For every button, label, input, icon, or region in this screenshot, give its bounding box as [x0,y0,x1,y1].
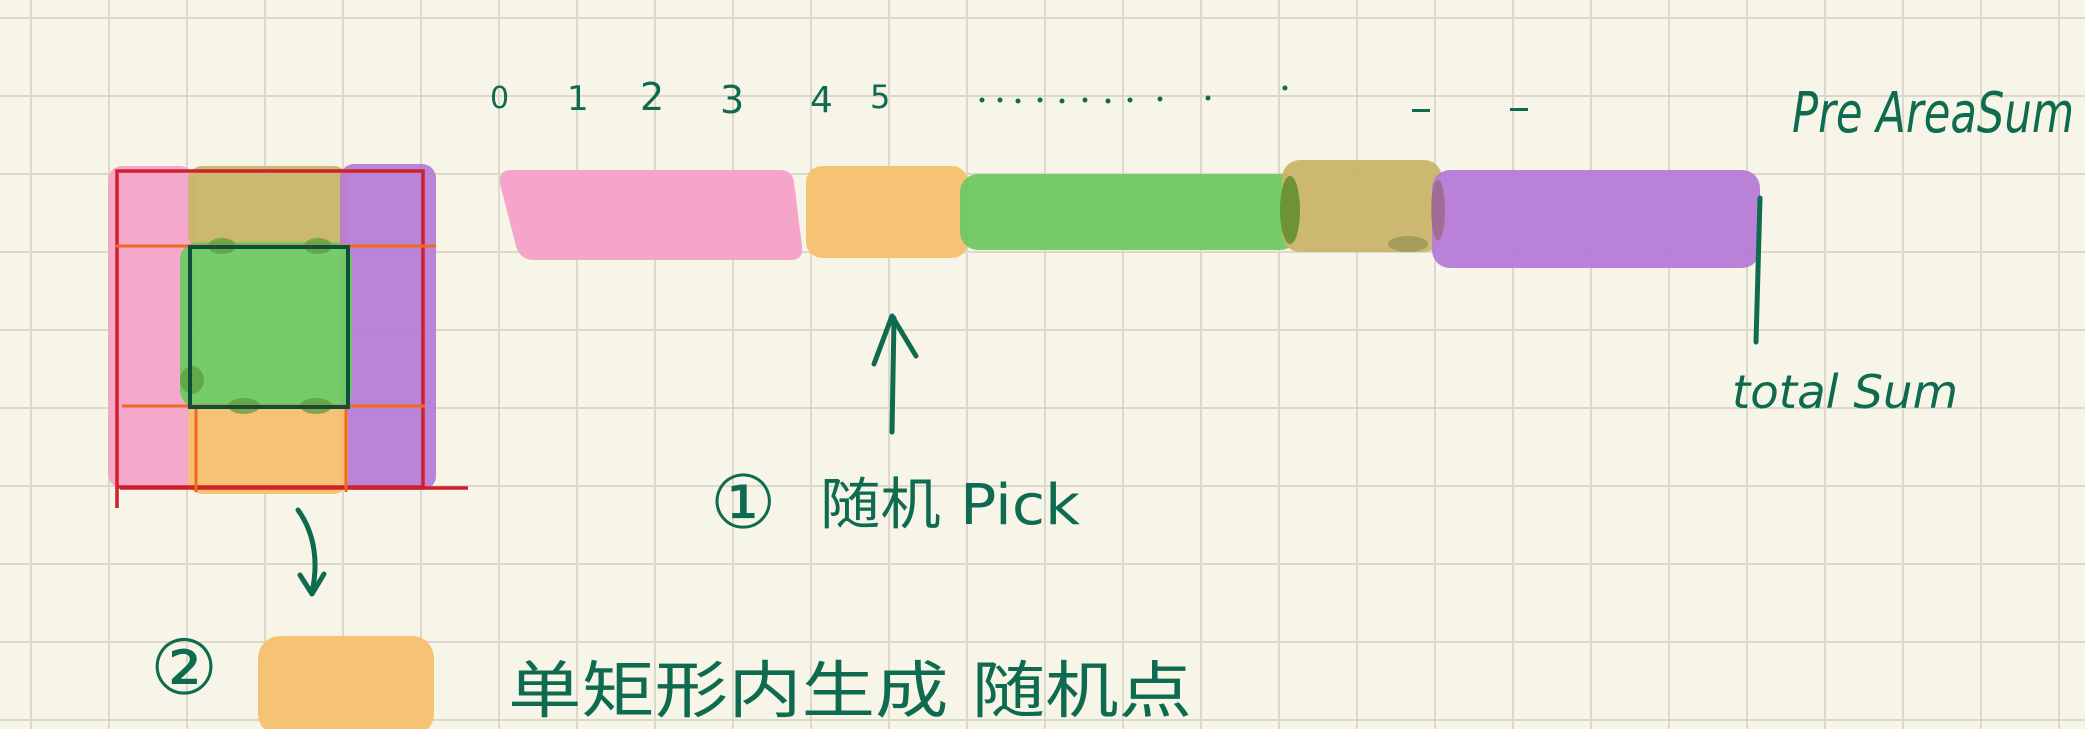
step1-label: 随机 Pick [820,473,1081,538]
step2-label: 单矩形内生成 随机点 [508,654,1192,727]
segment-overlap [1280,176,1300,244]
overlapping-rectangles-diagram [108,164,468,508]
down-arrow-icon [295,507,318,595]
olive-rectangle [188,166,348,248]
index-label: 5 [870,78,890,116]
down-arrowhead [297,571,327,597]
total-sum-label: total Sum [1732,365,1958,419]
green-rectangle-outline [188,245,350,409]
prefix-sum-bar [499,160,1760,268]
step2-orange-rectangle [258,636,434,729]
dotted-continuation [979,85,1528,112]
segment-overlap [1388,236,1428,252]
index-label: 1 [567,79,589,119]
orange-rectangle [188,402,348,494]
step1-number: ① [710,460,776,546]
bar-segment-orange [806,166,968,258]
up-arrow-icon [889,315,897,435]
bar-segment-pink [499,170,803,260]
total-sum-marker [1753,195,1763,345]
segment-overlap [1431,180,1445,240]
index-label: 4 [810,80,833,121]
prefix-sum-label: Pre AreaSum [1792,81,2074,146]
green-rectangle [180,242,352,408]
index-label: 3 [720,78,744,122]
index-label: 0 [490,81,509,116]
index-label: 2 [640,75,664,119]
bar-segment-green [960,174,1298,250]
index-labels: 0 1 2 3 4 5 [490,75,890,122]
step2-number: ② [150,623,218,712]
bar-segment-purple [1432,170,1760,268]
bar-segment-olive [1282,160,1442,252]
up-arrowhead [871,313,919,367]
